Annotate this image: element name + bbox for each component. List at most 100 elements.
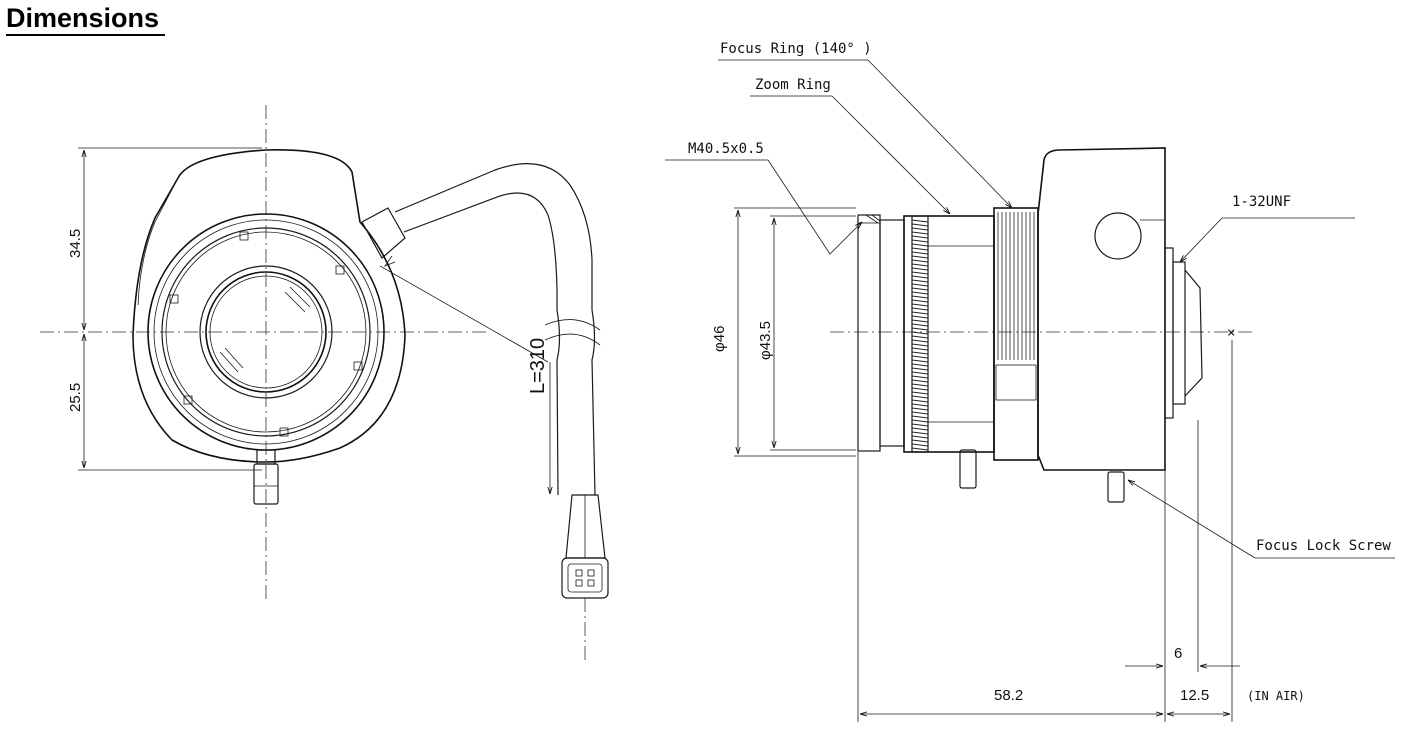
knurl-line	[911, 299, 929, 303]
knurl-line	[911, 399, 929, 403]
knurl-line	[911, 347, 929, 351]
knurl-line	[911, 283, 929, 287]
knurl-line	[911, 243, 929, 247]
knurl-line	[911, 267, 929, 271]
focus-lock-screw	[1107, 471, 1125, 503]
front-ring-3	[161, 227, 371, 437]
thread-hatch-1	[865, 214, 879, 224]
dia46-label: φ46	[711, 326, 728, 352]
knurl-line	[911, 311, 929, 315]
knurl-line	[911, 419, 929, 423]
connector-pin-1	[575, 569, 583, 577]
dim-label-length: 58.2	[994, 687, 1023, 704]
leader-zoom-ring	[831, 95, 950, 214]
knurl-line	[911, 351, 929, 355]
knurl-line	[911, 387, 929, 391]
front-lens-glass	[205, 271, 327, 393]
knurl-line	[911, 251, 929, 255]
ring-tab-2	[335, 265, 345, 275]
knurl-line	[911, 423, 929, 427]
knurl-line	[911, 391, 929, 395]
leader-focus-lock	[1128, 480, 1256, 559]
knurl-line	[911, 295, 929, 299]
knurl-line	[911, 403, 929, 407]
dim-label-flange: 6	[1174, 645, 1182, 662]
label-focus-lock-screw: Focus Lock Screw	[1256, 538, 1391, 554]
dim-label-34-5: 34.5	[67, 229, 84, 258]
connector-face	[567, 563, 603, 593]
cable-length-leader-arrow	[383, 255, 396, 267]
knurl-line	[911, 303, 929, 307]
thread-hatch-2	[871, 214, 881, 222]
knurl-line	[911, 263, 929, 267]
label-thread: M40.5x0.5	[688, 141, 764, 157]
mount-thread	[1172, 261, 1186, 405]
dim-label-25-5: 25.5	[67, 383, 84, 412]
label-focus-ring: Focus Ring (140° )	[720, 41, 872, 57]
knurl-line	[911, 447, 929, 451]
connector-pin-2	[587, 569, 595, 577]
knurl-line	[911, 427, 929, 431]
front-lens-rim	[199, 265, 333, 399]
knurl-line	[911, 231, 929, 235]
leader-mount	[1180, 217, 1223, 262]
knurl-line	[911, 219, 929, 223]
knurl-line	[911, 315, 929, 319]
knurl-line	[911, 407, 929, 411]
knurl-line	[911, 235, 929, 239]
label-in-air: (IN AIR)	[1247, 689, 1305, 703]
label-zoom-ring: Zoom Ring	[755, 77, 831, 93]
cable-upper	[394, 163, 596, 496]
knurl-line	[911, 435, 929, 439]
zoom-lock-screw	[959, 449, 977, 489]
knurl-line	[911, 259, 929, 263]
page-title: Dimensions	[6, 2, 166, 36]
connector-sleeve	[565, 494, 606, 559]
barrel-section-2	[879, 219, 905, 447]
knurl-line	[911, 255, 929, 259]
mount-rear	[1184, 269, 1203, 397]
knurl-line	[911, 227, 929, 231]
knurl-line	[911, 363, 929, 367]
knurl-line	[911, 375, 929, 379]
lens-glare-2	[289, 286, 311, 308]
ring-tab-6	[279, 427, 289, 437]
knurl-line	[911, 343, 929, 347]
knurl-line	[911, 323, 929, 327]
ring-tab-4	[353, 361, 363, 371]
ring-tab-1	[239, 231, 249, 241]
cable-boot	[361, 207, 406, 259]
label-mount: 1-32UNF	[1232, 194, 1291, 210]
cable-lower	[403, 192, 561, 496]
knurl-line	[911, 287, 929, 291]
focus-ring-ribs	[997, 212, 1035, 360]
knurl-line	[911, 319, 929, 323]
knurl-line	[911, 383, 929, 387]
front-ring-2	[153, 219, 379, 445]
front-thread	[857, 214, 881, 224]
ring-tab-3	[169, 294, 179, 304]
lens-body	[1037, 147, 1166, 471]
leader-thread	[767, 159, 862, 255]
front-housing-edge	[137, 177, 179, 306]
front-screw-body	[253, 463, 279, 505]
knurl-line	[911, 307, 929, 311]
knurl-line	[911, 395, 929, 399]
connector-pin-4	[587, 579, 595, 587]
front-view: 34.5 25.5 L=310	[40, 105, 609, 660]
knurl-line	[911, 379, 929, 383]
leader-focus-ring	[867, 59, 1012, 208]
knurl-line	[911, 271, 929, 275]
dia43-label: φ43.5	[757, 321, 774, 360]
knurl-line	[911, 359, 929, 363]
knurl-line	[911, 331, 929, 335]
side-view: × φ46 φ43.5	[665, 41, 1395, 722]
knurl-line	[911, 239, 929, 243]
knurl-line	[911, 367, 929, 371]
lens-glare-1	[284, 291, 306, 313]
knurl-line	[911, 415, 929, 419]
knurl-line	[911, 355, 929, 359]
focus-ring-body	[993, 207, 1039, 461]
knurl-line	[911, 439, 929, 443]
